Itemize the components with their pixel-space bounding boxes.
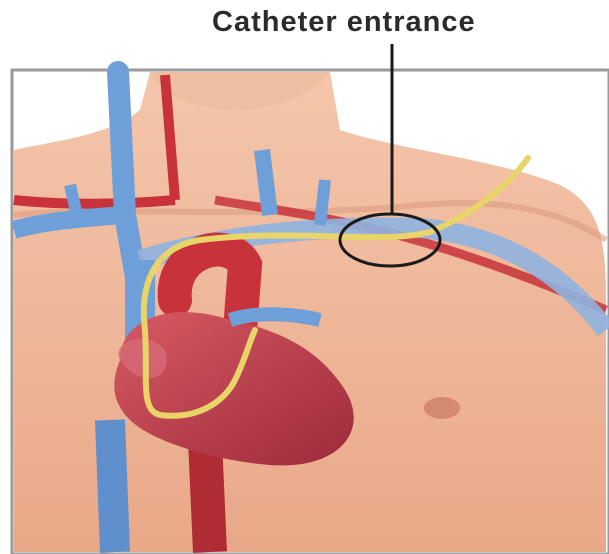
branch-vein-right <box>320 180 325 225</box>
descending-aorta <box>205 440 210 552</box>
pulmonary-artery <box>230 314 320 320</box>
branch-vein-left <box>70 185 78 220</box>
jugular-vein-right <box>262 150 270 215</box>
nipple <box>424 397 460 419</box>
inferior-vena-cava <box>110 420 115 552</box>
subclavian-artery-left <box>14 200 175 204</box>
